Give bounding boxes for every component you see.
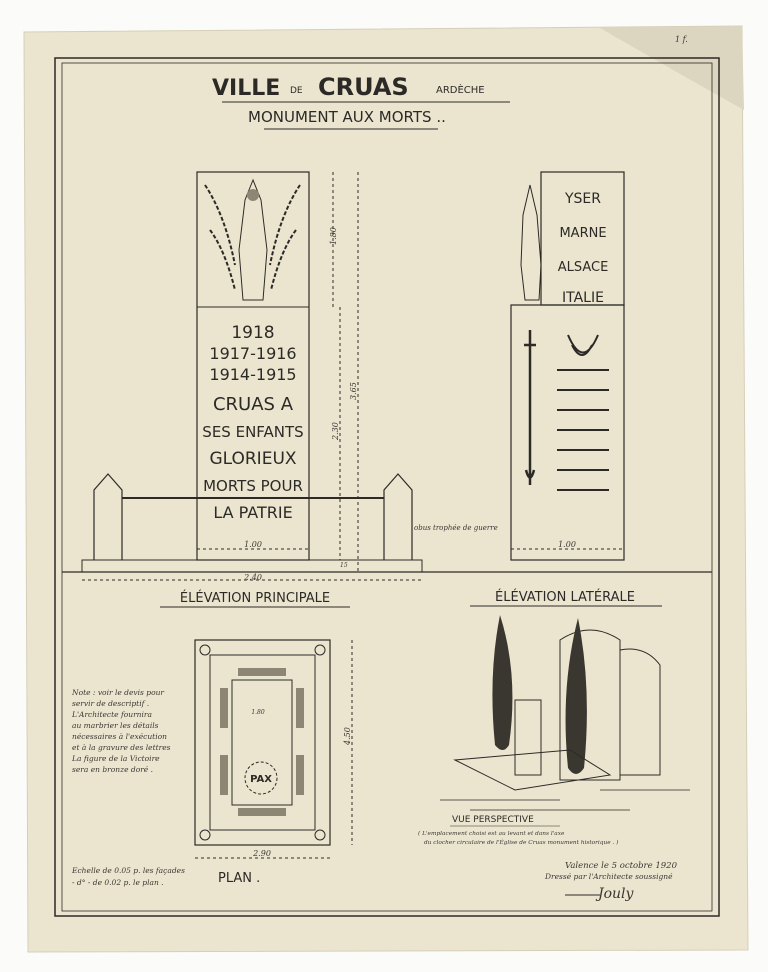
dim-front-width: 1.00	[244, 540, 262, 549]
front-shaft	[196, 171, 310, 561]
plan-hatch	[296, 688, 304, 728]
scale-block: Echelle de 0.05 p. les façades - d° - de…	[71, 866, 185, 887]
scale-line: - d° - de 0.02 p. le plan .	[72, 878, 164, 887]
battle-name: YSER	[564, 191, 601, 207]
note-line: au marbrier les détails	[72, 721, 159, 730]
plan-outline	[194, 639, 331, 846]
cypress-tree	[565, 618, 587, 774]
plan-step	[209, 654, 316, 831]
pillar-annotation: obus trophée de guerre	[414, 524, 498, 532]
plan-hatch	[238, 668, 286, 676]
note-block: Note : voir le devis pour servir de desc…	[71, 688, 171, 774]
inscription-line: SES ENFANTS	[202, 423, 303, 441]
paper-fold	[600, 26, 744, 110]
plan-shaft	[231, 679, 293, 806]
left-pillar	[93, 473, 123, 560]
dim-step: 15	[340, 562, 348, 569]
title-dept: ARDÈCHE	[436, 83, 485, 96]
plan-hatch	[220, 688, 228, 728]
dim-plan-inner: 1.80	[251, 709, 265, 716]
laurel-wreath	[567, 334, 599, 356]
note-line: nécessaires à l'exécution	[72, 732, 167, 741]
enclosure	[453, 749, 612, 791]
side-elevation-label: ÉLÉVATION LATÉRALE	[495, 589, 635, 605]
monument-sketch	[514, 699, 542, 776]
title-subtitle: MONUMENT AUX MORTS ..	[248, 108, 446, 126]
paper	[23, 25, 749, 953]
plan-hatch	[238, 808, 286, 816]
dim-plan-width: 2.90	[252, 849, 271, 858]
dim-side-width: 1.00	[558, 540, 576, 549]
dim-shaft-height: 2.30	[331, 422, 340, 441]
plan-wreath	[244, 761, 278, 795]
signature-block: Valence le 5 octobre 1920 Dressé par l'A…	[544, 861, 678, 902]
battle-name: ALSACE	[558, 260, 609, 275]
note-line: servir de descriptif .	[72, 699, 149, 708]
inscription-line: 1917-1916	[209, 344, 296, 363]
title-ville: VILLE	[212, 76, 280, 101]
date-line: Valence le 5 octobre 1920	[565, 861, 678, 871]
note-line: Note : voir le devis pour	[71, 688, 164, 697]
inscription-line: CRUAS A	[213, 394, 294, 415]
plan-label: PLAN .	[218, 871, 260, 886]
dim-statue-height: 1.80	[329, 227, 338, 245]
perspective-caption: du clocher circulaire de l'Église de Cru…	[424, 838, 618, 846]
outer-border	[54, 57, 720, 917]
battle-name: MARNE	[559, 226, 606, 241]
note-line: La figure de la Victoire	[71, 754, 160, 763]
title-town: CRUAS	[318, 73, 409, 101]
perspective-label: VUE PERSPECTIVE	[452, 815, 534, 825]
inscription-line: GLORIEUX	[209, 449, 296, 469]
dim-plan-depth: 4.50	[343, 727, 352, 746]
cypress-tree	[492, 615, 513, 750]
sword-relief	[524, 330, 536, 485]
front-elevation: 1918 1917-1916 1914-1915 CRUAS A SES ENF…	[62, 171, 712, 608]
battle-name: ITALIE	[562, 290, 604, 306]
front-elevation-label: ÉLÉVATION PRINCIPALE	[180, 590, 330, 606]
title-de: DE	[290, 86, 303, 96]
note-line: sera en bronze doré .	[72, 765, 153, 774]
dim-base-width: 2.40	[243, 573, 262, 582]
dim-total-height: 3.65	[349, 382, 358, 400]
plan-pax: PAX	[250, 774, 272, 785]
church-tower	[619, 648, 661, 776]
church-apse	[559, 629, 621, 781]
inner-border	[61, 62, 713, 912]
victory-statue	[204, 178, 301, 301]
ground-strokes	[440, 789, 690, 811]
perspective-sketch: VUE PERSPECTIVE ( L'emplacement choisi e…	[418, 615, 690, 846]
inscription-line: 1914-1915	[209, 365, 296, 384]
right-pillar	[383, 473, 413, 560]
title-block: VILLE DE CRUAS ARDÈCHE MONUMENT AUX MORT…	[212, 73, 510, 130]
drawn-by-line: Dressé par l'Architecte soussigné	[544, 872, 673, 881]
name-plates	[557, 369, 609, 491]
plan-hatch	[296, 755, 304, 795]
plan-view: 1.80 PAX 4.50 2.90 PLAN .	[194, 639, 353, 886]
note-line: et à la gravure des lettres	[72, 743, 171, 752]
perspective-caption: ( L'emplacement choisi est au levant et …	[418, 830, 565, 837]
front-inscription: 1918 1917-1916 1914-1915 CRUAS A SES ENF…	[202, 323, 303, 522]
inscription-line: 1918	[231, 323, 274, 343]
side-inscription: YSER MARNE ALSACE ITALIE	[558, 191, 609, 306]
inscription-line: LA PATRIE	[213, 503, 292, 522]
side-upper-block	[540, 171, 625, 306]
side-elevation: YSER MARNE ALSACE ITALIE 1.00 ÉLÉVATION …	[470, 171, 662, 607]
note-line: L'Architecte fournira	[71, 710, 152, 719]
architect-signature: Jouly	[595, 886, 635, 902]
scale-line: Echelle de 0.05 p. les façades	[71, 866, 185, 875]
statue-profile	[520, 184, 542, 301]
plan-hatch	[220, 755, 228, 795]
inscription-line: MORTS POUR	[203, 477, 303, 495]
corner-mark: 1 f.	[675, 35, 688, 44]
